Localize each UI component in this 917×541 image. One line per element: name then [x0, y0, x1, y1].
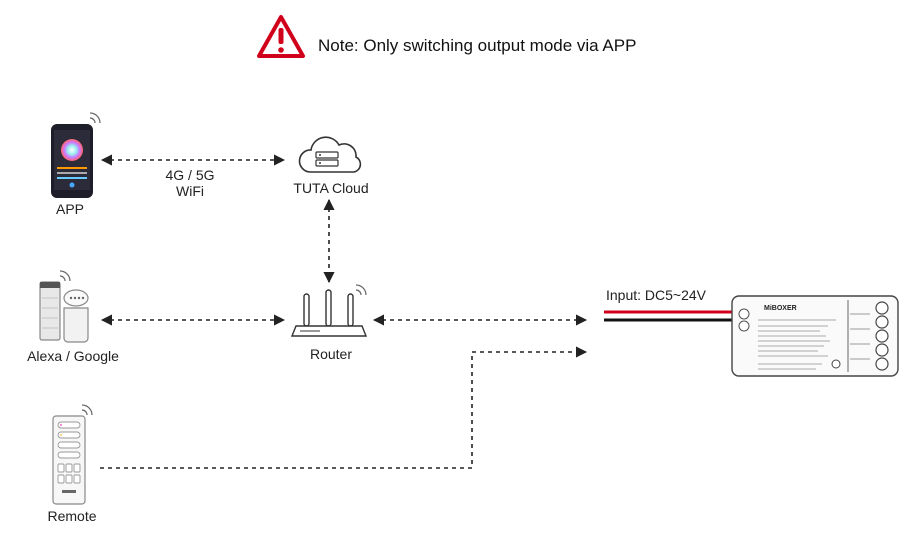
app-cloud-label-2: WiFi [176, 183, 204, 199]
input-label: Input: DC5~24V [606, 287, 707, 303]
remote-controller-link [100, 346, 588, 469]
smart-speaker-icon [39, 270, 89, 343]
led-controller-device: MiBOXER [731, 295, 899, 377]
smartphone-icon [51, 112, 101, 198]
cloud-icon [298, 136, 362, 173]
app-cloud-label-1: 4G / 5G [165, 167, 215, 183]
router-label: Router [309, 346, 353, 362]
alexa-google-label: Alexa / Google [27, 348, 119, 364]
note-text: Note: Only switching output mode via APP [318, 36, 637, 55]
remote-control-icon [52, 404, 93, 505]
warning-triangle-icon [257, 15, 305, 58]
cloud-label: TUTA Cloud [293, 180, 369, 196]
router-icon [290, 284, 368, 337]
app-label: APP [55, 201, 84, 217]
remote-label: Remote [47, 508, 97, 524]
controller-brand: MiBOXER [764, 305, 797, 312]
